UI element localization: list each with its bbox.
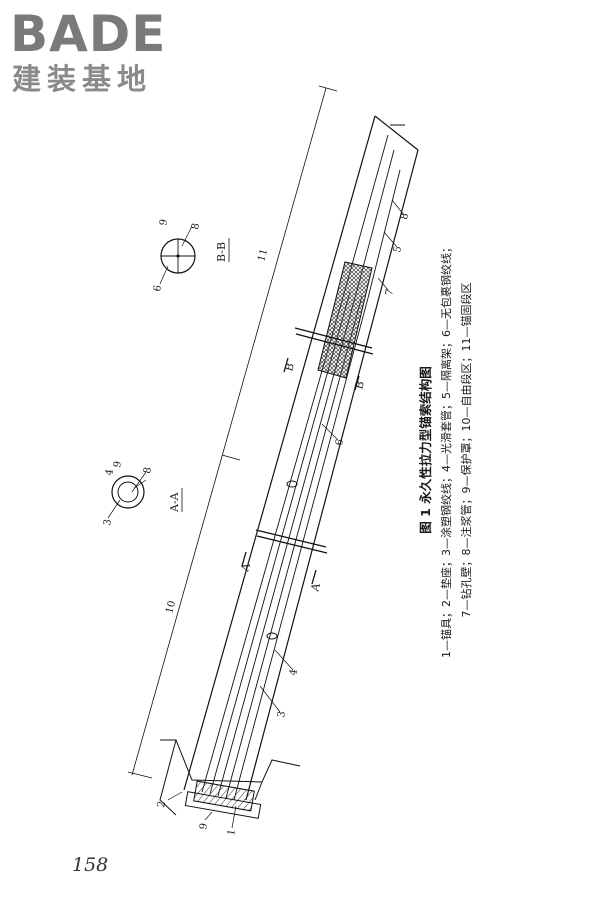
part-labels: 1 9 2 3 4 6 7 5 8 10 11 [156, 212, 411, 836]
bb-label-8: 8 [190, 222, 202, 230]
label-2: 2 [156, 800, 168, 808]
section-b-left: B [282, 362, 297, 373]
section-a-left: A [238, 561, 253, 574]
label-10: 10 [164, 600, 178, 615]
section-a-right: A [308, 581, 323, 594]
anchor-body [127, 85, 419, 829]
figure-legend-line-1: 1—锚具；2—垫座；3—涂塑钢绞线；4—光滑套管；5—隔离架；6—无包裹钢绞线； [440, 242, 453, 658]
figure-legend-line-2: 7—钻孔壁；8—注浆管；9—保护罩；10—自由段区；11—锚固段区 [460, 282, 473, 618]
section-bb-detail: 9 8 6 B-B [152, 218, 230, 293]
label-7: 7 [384, 288, 396, 296]
aa-label-4: 4 [104, 468, 116, 476]
aa-label-8: 8 [142, 466, 154, 474]
label-6: 6 [334, 438, 346, 446]
section-aa-detail: 4 9 8 3 A-A [102, 460, 183, 527]
aa-label-3: 3 [102, 518, 114, 526]
section-bb-title: B-B [215, 242, 228, 262]
aa-label-9: 9 [112, 460, 124, 468]
bb-label-6: 6 [152, 284, 164, 292]
label-4: 4 [288, 668, 300, 676]
section-markers: A A B B [238, 357, 367, 594]
bade-logo: BADE 建装基地 [8, 6, 183, 101]
logo-wordmark: BADE [10, 5, 167, 63]
figure-caption: 图 1 永久性拉力型锚索结构图 1—锚具；2—垫座；3—涂塑钢绞线；4—光滑套管… [415, 220, 485, 680]
label-1: 1 [226, 828, 238, 836]
label-9: 9 [198, 822, 210, 830]
section-b-right: B [352, 380, 367, 391]
label-11: 11 [256, 248, 270, 263]
label-5: 5 [392, 245, 404, 253]
label-3: 3 [276, 710, 288, 718]
figure-title: 图 1 永久性拉力型锚索结构图 [418, 366, 433, 534]
section-aa-title: A-A [168, 491, 181, 513]
label-8: 8 [399, 212, 411, 220]
page-number: 158 [72, 854, 109, 876]
logo-subtitle: 建装基地 [12, 62, 153, 96]
bb-label-9: 9 [158, 218, 170, 226]
